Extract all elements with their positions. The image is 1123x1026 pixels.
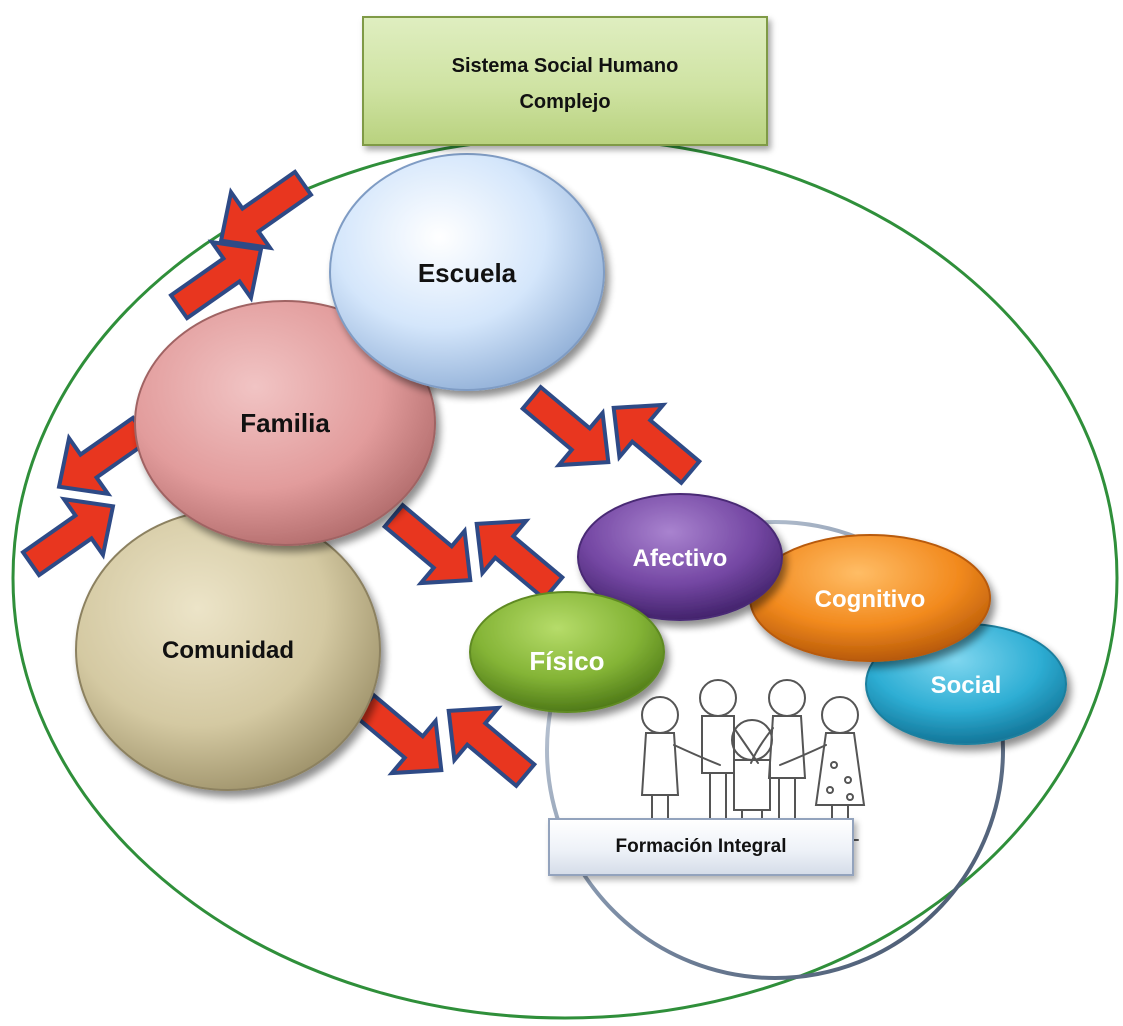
system-title-box: Sistema Social Humano Complejo [362, 16, 768, 146]
formation-circle [545, 520, 1005, 980]
system-title-line2: Complejo [519, 91, 611, 113]
node-escuela-label: Escuela [418, 258, 517, 288]
formation-label: Formación Integral [615, 836, 787, 857]
node-afectivo [577, 493, 783, 621]
formation-label-box: Formación Integral [548, 818, 854, 876]
node-cognitivo-label: Cognitivo [815, 586, 926, 613]
node-afectivo-label: Afectivo [633, 545, 728, 572]
arrow-escuela-to-formation [507, 369, 633, 491]
node-escuela [329, 153, 605, 391]
arrow-formation-to-escuela [589, 379, 715, 501]
system-title-line1: Sistema Social Humano [451, 55, 679, 77]
node-fisico-label: Físico [529, 646, 604, 676]
node-familia [134, 300, 436, 546]
node-fisico [469, 591, 665, 713]
node-familia-label: Familia [240, 408, 330, 438]
node-comunidad-label: Comunidad [162, 637, 294, 664]
node-social-label: Social [931, 672, 1002, 699]
